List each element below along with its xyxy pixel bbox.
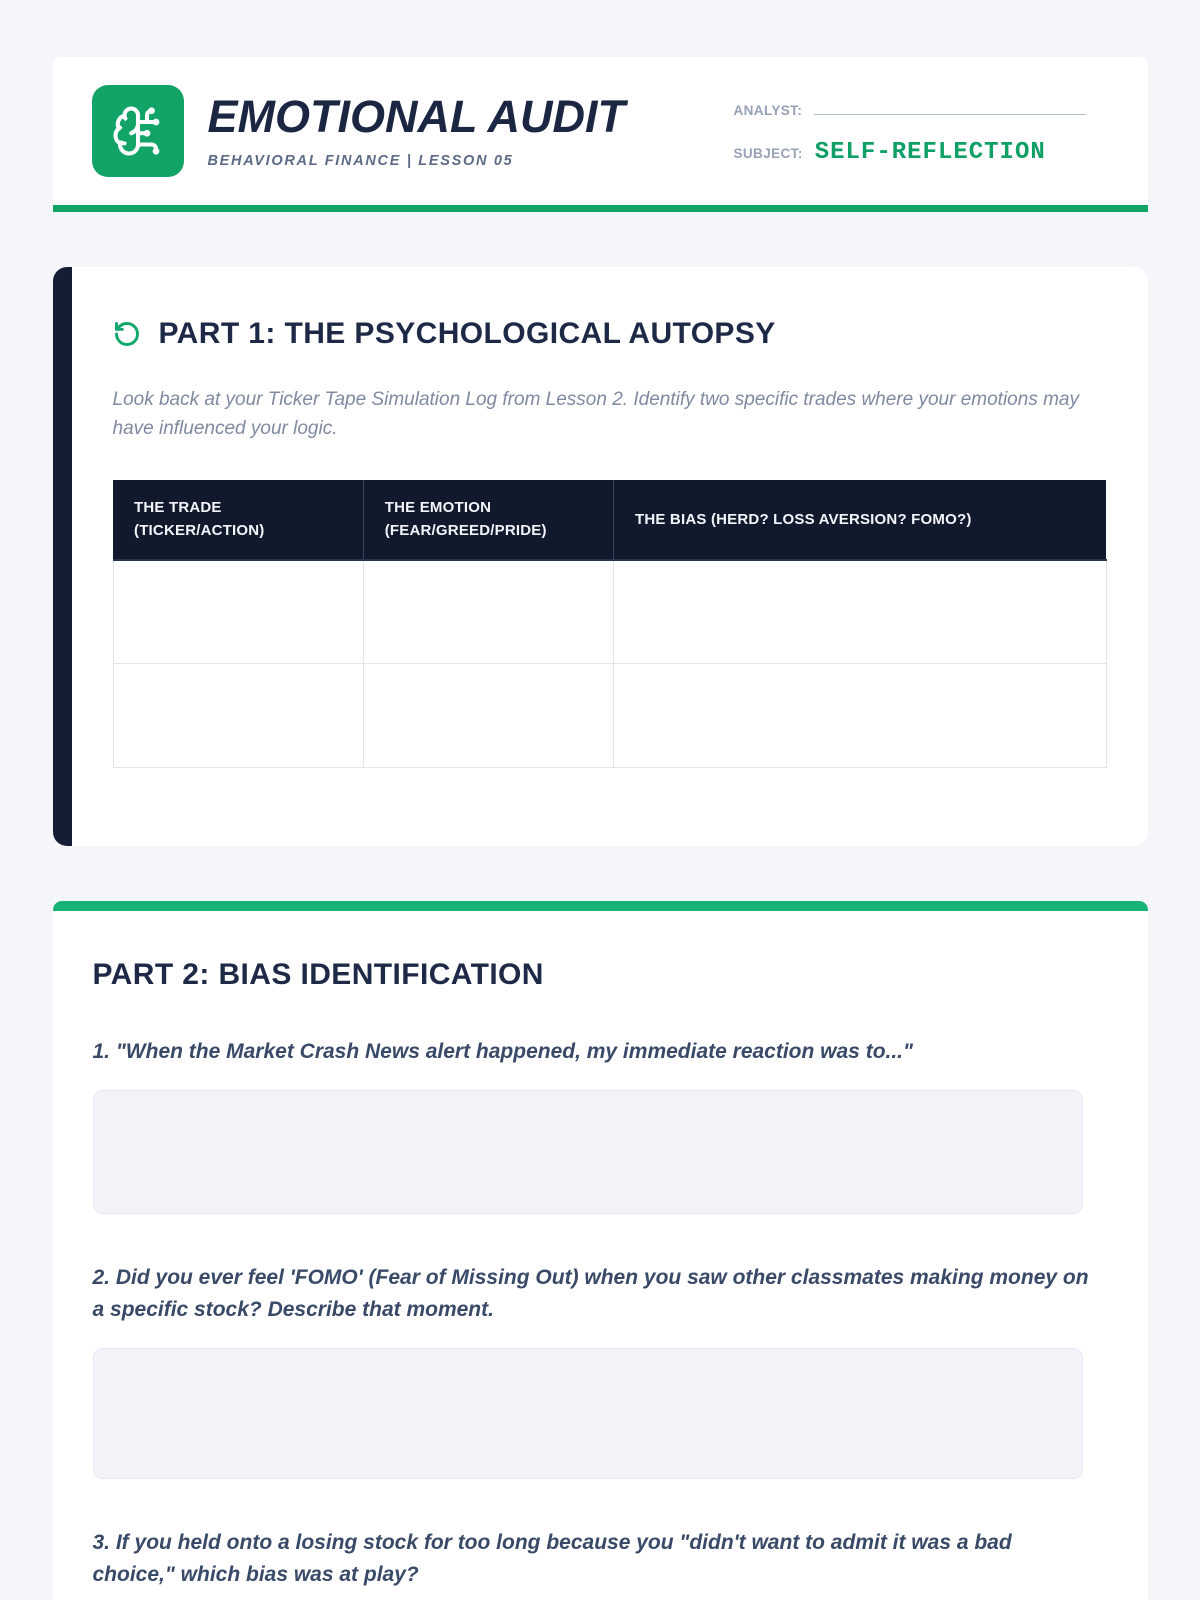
subject-value: SELF-REFLECTION: [814, 138, 1046, 166]
subject-label: SUBJECT:: [733, 145, 803, 161]
col-header-trade: THE TRADE (TICKER/ACTION): [113, 480, 364, 560]
part2-accent-bar: [52, 901, 1148, 911]
table-row: [112, 559, 1107, 664]
col-header-trade-line1: THE TRADE: [134, 499, 222, 516]
header-accent-divider: [52, 205, 1148, 212]
part1-section: PART 1: THE PSYCHOLOGICAL AUTOPSY Look b…: [52, 267, 1148, 846]
table-header-row: THE TRADE (TICKER/ACTION) THE EMOTION (F…: [113, 480, 1106, 560]
analyst-field-row: ANALYST:: [734, 99, 1086, 118]
brain-circuit-icon: [91, 85, 184, 177]
col-header-bias-line1: THE BIAS (HERD? LOSS AVERSION? FOMO?): [634, 510, 972, 528]
part1-heading-row: PART 1: THE PSYCHOLOGICAL AUTOPSY: [113, 317, 1107, 351]
subject-field-row: SUBJECT: SELF-REFLECTION: [734, 139, 1086, 166]
cell-bias-2[interactable]: [612, 663, 1107, 768]
analyst-input-line[interactable]: [814, 99, 1086, 115]
rotate-ccw-icon: [113, 320, 141, 348]
question-1-answer-box[interactable]: [92, 1089, 1083, 1214]
part1-heading: PART 1: THE PSYCHOLOGICAL AUTOPSY: [158, 317, 776, 350]
worksheet-page: EMOTIONAL AUDIT BEHAVIORAL FINANCE | LES…: [52, 0, 1148, 1600]
table-row: [112, 663, 1107, 768]
autopsy-table: THE TRADE (TICKER/ACTION) THE EMOTION (F…: [112, 480, 1107, 768]
page-title: EMOTIONAL AUDIT: [207, 90, 625, 142]
col-header-emotion-line2: (FEAR/GREED/PRIDE): [384, 522, 547, 540]
cell-trade-2[interactable]: [112, 663, 364, 768]
col-header-emotion: THE EMOTION (FEAR/GREED/PRIDE): [362, 480, 614, 560]
question-2-answer-box[interactable]: [92, 1347, 1083, 1479]
col-header-bias: THE BIAS (HERD? LOSS AVERSION? FOMO?): [612, 480, 1106, 560]
title-block: EMOTIONAL AUDIT BEHAVIORAL FINANCE | LES…: [207, 90, 625, 170]
col-header-emotion-line1: THE EMOTION: [384, 499, 492, 516]
cell-bias-1[interactable]: [612, 559, 1107, 664]
cell-trade-1[interactable]: [112, 559, 364, 664]
part2-section: PART 2: BIAS IDENTIFICATION 1. "When the…: [52, 911, 1148, 1600]
question-3-label: 3. If you held onto a losing stock for t…: [92, 1530, 1012, 1587]
question-2-label: 2. Did you ever feel 'FOMO' (Fear of Mis…: [92, 1265, 1089, 1322]
cell-emotion-2[interactable]: [362, 663, 614, 768]
analyst-label: ANALYST:: [733, 102, 803, 118]
col-header-trade-line2: (TICKER/ACTION): [134, 522, 265, 540]
header-fields: ANALYST: SUBJECT: SELF-REFLECTION: [734, 97, 1086, 166]
part2-heading: PART 2: BIAS IDENTIFICATION: [92, 958, 544, 991]
part1-instruction: Look back at your Ticker Tape Simulation…: [112, 389, 1080, 439]
page-subtitle: BEHAVIORAL FINANCE | LESSON 05: [207, 153, 514, 170]
cell-emotion-1[interactable]: [362, 559, 614, 664]
question-1-label: 1. "When the Market Crash News alert hap…: [92, 1040, 913, 1063]
header: EMOTIONAL AUDIT BEHAVIORAL FINANCE | LES…: [52, 57, 1148, 205]
